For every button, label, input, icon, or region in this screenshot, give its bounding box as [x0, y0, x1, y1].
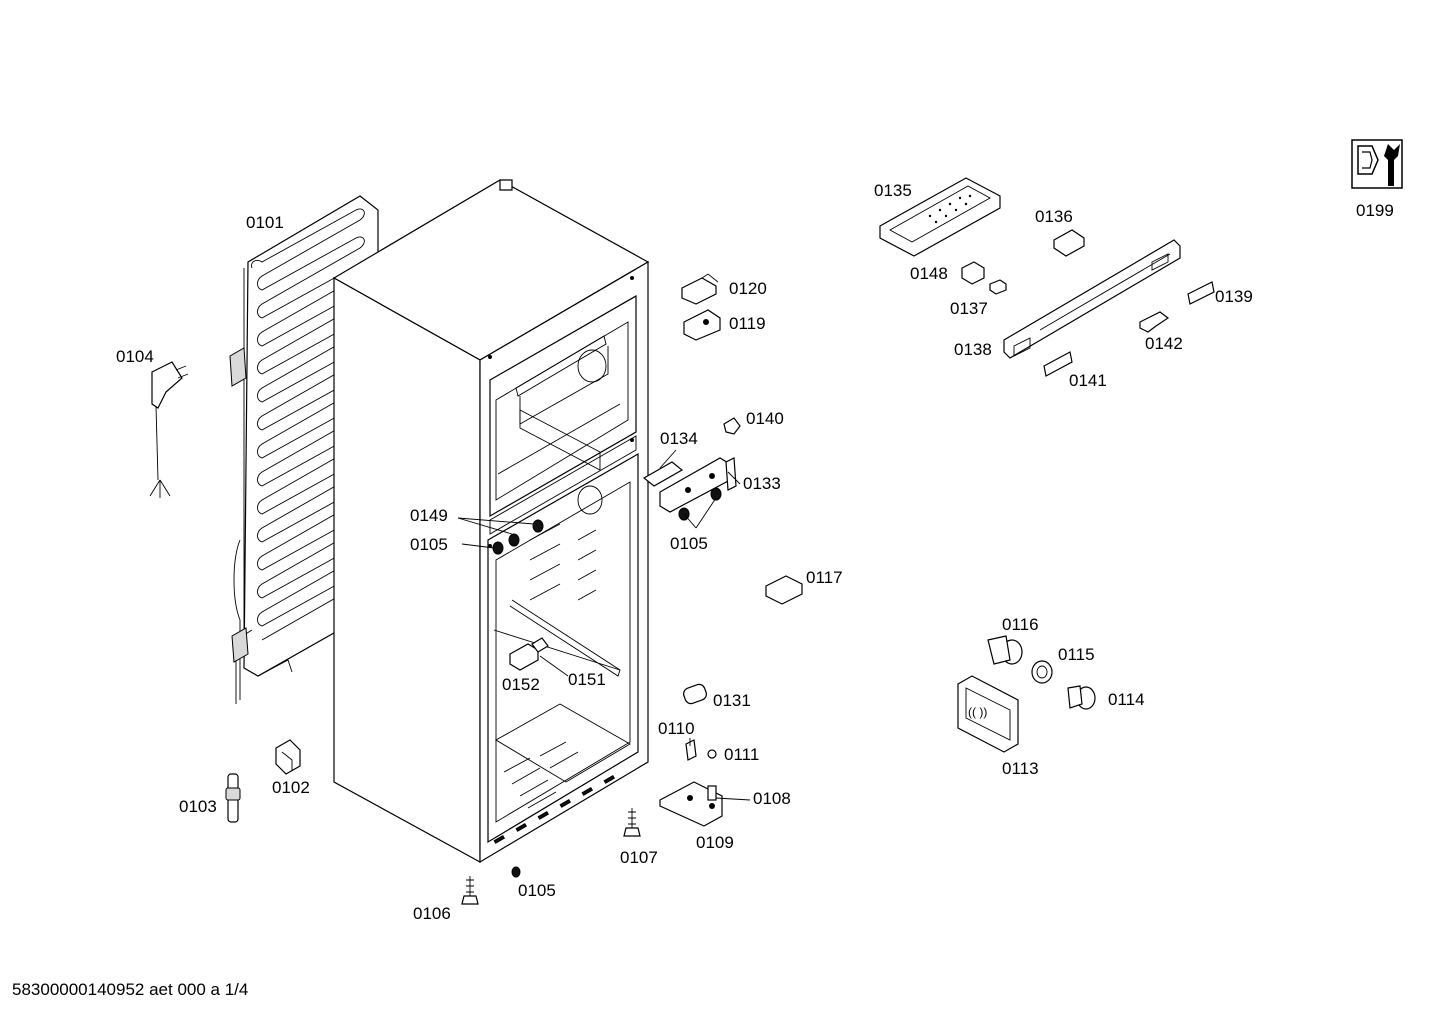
label-0140: 0140	[746, 409, 784, 428]
part-0142[interactable]	[1139, 311, 1170, 333]
part-0117[interactable]	[765, 575, 803, 605]
label-0135: 0135	[874, 181, 912, 200]
part-0110[interactable]	[685, 739, 697, 761]
power-cord[interactable]	[149, 361, 189, 498]
part-0141[interactable]	[1043, 351, 1073, 377]
label-0116: 0116	[1002, 615, 1039, 634]
label-0148: 0148	[910, 264, 948, 283]
label-0133: 0133	[743, 474, 781, 493]
label-0117: 0117	[806, 568, 843, 587]
part-0131[interactable]	[682, 683, 708, 706]
document-id-footer: 58300000140952 aet 000 a 1/4	[12, 980, 249, 999]
label-0111: 0111	[724, 745, 759, 764]
svg-text:(( )): (( ))	[968, 705, 987, 719]
part-0139[interactable]	[1187, 281, 1215, 305]
part-labels: 0101 0102 0103 0104 0105 0105 0105 0106 …	[116, 181, 1394, 923]
label-0110: 0110	[658, 719, 695, 738]
label-0131: 0131	[713, 691, 751, 710]
label-0142: 0142	[1145, 334, 1183, 353]
label-0141: 0141	[1069, 371, 1107, 390]
foot-screw-0106[interactable]	[461, 876, 479, 905]
part-0133[interactable]	[659, 457, 737, 513]
part-0111[interactable]	[707, 749, 717, 759]
label-0199: 0199	[1356, 201, 1394, 220]
screw-wrench-icon	[1351, 139, 1403, 189]
label-0108: 0108	[753, 789, 791, 808]
label-0105-bottom: 0105	[518, 881, 556, 900]
part-0135[interactable]	[879, 177, 1001, 257]
label-0152: 0152	[502, 675, 540, 694]
label-0103: 0103	[179, 797, 217, 816]
label-0119: 0119	[729, 314, 766, 333]
label-0107: 0107	[620, 848, 658, 867]
part-0120[interactable]	[681, 273, 719, 305]
cabinet-body	[332, 179, 650, 864]
label-0134: 0134	[660, 429, 698, 448]
label-0138: 0138	[954, 340, 992, 359]
label-0113: 0113	[1002, 759, 1039, 778]
foot-screw-0107[interactable]	[623, 808, 641, 837]
label-0136: 0136	[1035, 207, 1073, 226]
label-0114: 0114	[1108, 690, 1145, 709]
part-0151[interactable]	[531, 637, 549, 653]
label-0109: 0109	[696, 833, 734, 852]
label-0105-right: 0105	[670, 534, 708, 553]
part-0103[interactable]	[225, 773, 241, 823]
label-0139: 0139	[1215, 287, 1253, 306]
hinge-0108[interactable]	[659, 781, 723, 827]
label-0105-left: 0105	[410, 535, 448, 554]
part-0136[interactable]	[1053, 229, 1085, 257]
label-0120: 0120	[729, 279, 767, 298]
part-0137[interactable]	[989, 279, 1007, 295]
part-0148[interactable]	[961, 261, 985, 285]
label-0115: 0115	[1058, 645, 1095, 664]
label-0106: 0106	[413, 904, 451, 923]
label-0137: 0137	[950, 299, 988, 318]
part-0115[interactable]	[1031, 660, 1053, 684]
part-0102[interactable]	[275, 739, 301, 775]
part-0140[interactable]	[723, 417, 741, 435]
part-0114[interactable]	[1067, 685, 1096, 710]
part-0116[interactable]	[987, 635, 1023, 665]
label-0104: 0104	[116, 347, 154, 366]
part-0138[interactable]	[1003, 239, 1181, 359]
label-0149: 0149	[410, 506, 448, 525]
label-0101: 0101	[246, 213, 284, 232]
part-0113[interactable]: (( ))	[957, 675, 1019, 753]
leader-lines	[457, 449, 751, 801]
label-0151: 0151	[568, 670, 606, 689]
part-0152[interactable]	[509, 643, 539, 671]
part-0134[interactable]	[642, 461, 684, 487]
label-0102: 0102	[272, 778, 310, 797]
part-0119[interactable]	[683, 309, 721, 341]
